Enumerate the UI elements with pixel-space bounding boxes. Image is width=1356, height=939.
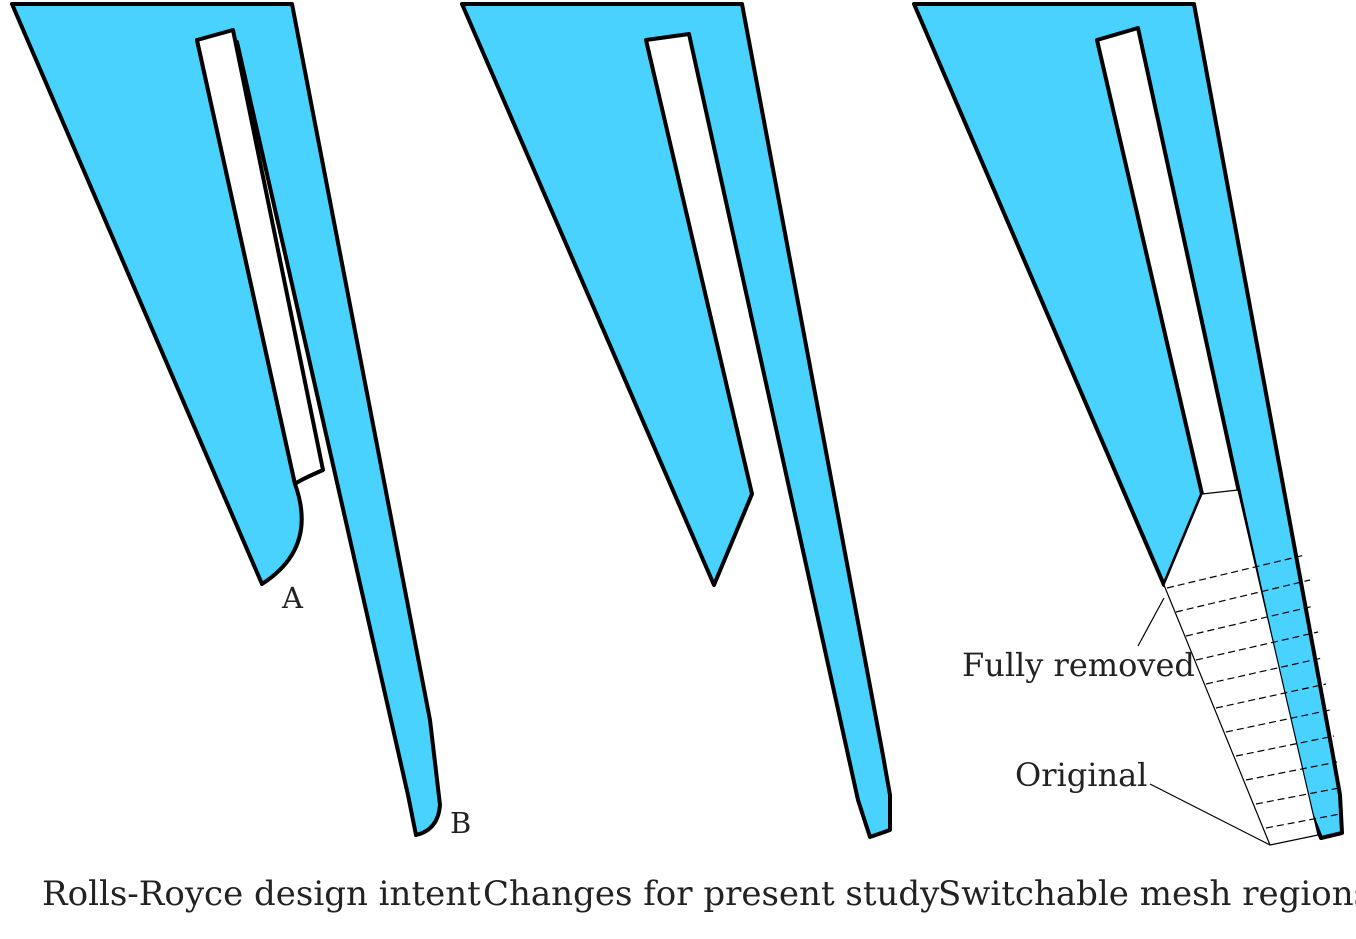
marker-a: A [282, 581, 303, 615]
marker-b: B [450, 806, 472, 840]
mesh-lines [1166, 554, 1341, 829]
caption-present-study: Changes for present study [483, 874, 940, 914]
caption-design-intent: Rolls-Royce design intent [42, 874, 481, 914]
caption-switchable-mesh: Switchable mesh regions [938, 874, 1356, 914]
panel-design-intent [10, 2, 442, 837]
panel-switchable-mesh [912, 2, 1344, 846]
outer-body [460, 2, 892, 839]
inner-slot [195, 28, 325, 486]
panel-present-study [460, 2, 892, 839]
leader-original [1149, 783, 1271, 846]
annotation-fully-removed: Fully removed [962, 646, 1195, 684]
removable-region [1163, 489, 1319, 846]
leader-fully-removed [1137, 597, 1165, 647]
annotation-original: Original [1015, 756, 1148, 794]
